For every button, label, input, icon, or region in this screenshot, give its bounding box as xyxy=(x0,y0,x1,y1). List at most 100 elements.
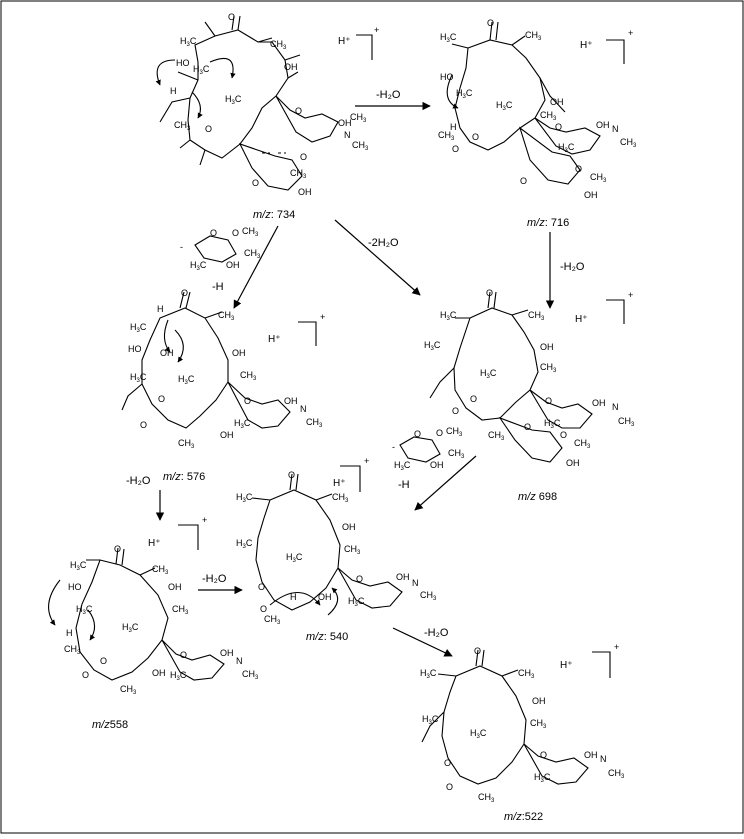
svg-text:CH3: CH3 xyxy=(574,438,591,450)
svg-text:CH3: CH3 xyxy=(244,248,261,260)
svg-text:O: O xyxy=(545,396,552,406)
svg-text:CH3: CH3 xyxy=(608,768,625,780)
svg-text:CH3: CH3 xyxy=(488,430,505,442)
svg-text:CH3: CH3 xyxy=(352,140,369,152)
svg-text:-: - xyxy=(180,242,183,252)
svg-text:OH: OH xyxy=(298,187,312,197)
mz-label-576: m/z: 576 xyxy=(163,471,205,483)
svg-text:O: O xyxy=(258,582,265,592)
svg-text:H: H xyxy=(290,592,297,602)
svg-text:O: O xyxy=(140,420,147,430)
svg-text:OH: OH xyxy=(232,348,246,358)
charge-540: + xyxy=(364,456,369,466)
proton-558: H⁺ xyxy=(148,538,161,549)
svg-text:H3C: H3C xyxy=(236,538,253,550)
svg-text:H3C: H3C xyxy=(480,368,497,380)
svg-text:N: N xyxy=(612,124,619,134)
charge-522: + xyxy=(614,642,619,652)
svg-text:H3C: H3C xyxy=(130,372,147,384)
svg-text:H3C: H3C xyxy=(122,622,139,634)
svg-text:H3C: H3C xyxy=(558,142,575,154)
svg-text:O: O xyxy=(260,604,267,614)
step-label-576-558: -H₂O xyxy=(126,475,151,487)
step-label-734-716: -H₂O xyxy=(376,89,401,101)
svg-text:H3C: H3C xyxy=(286,552,303,564)
charge-716: + xyxy=(628,28,633,38)
svg-text:O: O xyxy=(210,228,217,238)
svg-text:HO: HO xyxy=(440,72,454,82)
svg-text:CH3: CH3 xyxy=(178,438,195,450)
svg-text:H: H xyxy=(170,86,177,96)
svg-text:CH3: CH3 xyxy=(120,684,137,696)
svg-text:H3C: H3C xyxy=(544,418,561,430)
charge-576: + xyxy=(320,312,325,322)
svg-text:H3C: H3C xyxy=(456,88,473,100)
svg-text:CH3: CH3 xyxy=(618,416,635,428)
svg-text:CH3: CH3 xyxy=(540,110,557,122)
svg-text:CH3: CH3 xyxy=(64,644,81,656)
svg-text:O: O xyxy=(555,122,562,132)
svg-text:H3C: H3C xyxy=(470,728,487,740)
compound-716-structure: O H3C CH3 HO H3C OH CH3 H CH3 H3C O O O … xyxy=(438,18,637,200)
svg-text:O: O xyxy=(180,650,187,660)
svg-text:O: O xyxy=(205,124,212,134)
svg-text:O: O xyxy=(288,470,295,480)
svg-text:O: O xyxy=(452,144,459,154)
svg-text:O: O xyxy=(575,164,582,174)
svg-text:N: N xyxy=(300,404,307,414)
svg-text:CH3: CH3 xyxy=(528,310,545,322)
proton-576: H⁺ xyxy=(268,334,281,345)
svg-text:CH3: CH3 xyxy=(152,564,169,576)
svg-text:H3C: H3C xyxy=(394,460,411,472)
svg-text:CH3: CH3 xyxy=(242,669,259,681)
svg-text:CH3: CH3 xyxy=(332,492,349,504)
compound-576-structure: H O H3C CH3 HO OH OH H3C CH3 H3C O O O O… xyxy=(121,288,323,450)
svg-text:N: N xyxy=(600,754,607,764)
svg-text:H3C: H3C xyxy=(70,560,87,572)
svg-text:O: O xyxy=(472,132,479,142)
svg-text:CH3: CH3 xyxy=(174,120,191,132)
svg-text:CH3: CH3 xyxy=(590,172,607,184)
svg-text:CH3: CH3 xyxy=(446,426,463,438)
svg-text:CH3: CH3 xyxy=(270,39,287,51)
compound-734-structure: O H3C CH3 HO H3C OH H H3C CH3 O O OH CH3… xyxy=(155,12,369,197)
svg-text:OH: OH xyxy=(160,348,174,358)
svg-text:CH3: CH3 xyxy=(525,30,542,42)
compound-522-structure: O H3C CH3 OH H3C CH3 H3C O O O OH N CH3 … xyxy=(420,646,625,804)
svg-text:O: O xyxy=(487,18,494,28)
svg-text:OH: OH xyxy=(592,398,606,408)
svg-text:H3C: H3C xyxy=(193,64,210,76)
svg-text:H3C: H3C xyxy=(348,596,365,608)
mz-label-698: m/z 698 xyxy=(518,491,557,503)
svg-text:O: O xyxy=(524,422,531,432)
svg-text:HO: HO xyxy=(68,582,82,592)
svg-text:H: H xyxy=(157,304,164,314)
svg-text:O: O xyxy=(295,106,302,116)
svg-text:H3C: H3C xyxy=(180,36,197,48)
svg-text:OH: OH xyxy=(532,696,546,706)
compound-698-structure: O H3C CH3 H3C OH CH3 H3C O O O OH N CH3 … xyxy=(424,288,635,468)
svg-text:H3C: H3C xyxy=(496,100,513,112)
svg-text:H3C: H3C xyxy=(130,322,147,334)
svg-text:CH3: CH3 xyxy=(264,614,281,626)
svg-text:H3C: H3C xyxy=(236,492,253,504)
svg-text:N: N xyxy=(612,402,619,412)
svg-text:H3C: H3C xyxy=(234,418,251,430)
svg-text:CH3: CH3 xyxy=(518,668,535,680)
svg-text:H3C: H3C xyxy=(440,310,457,322)
mz-label-522: m/z:522 xyxy=(504,811,543,823)
svg-text:O: O xyxy=(436,428,443,438)
svg-text:O: O xyxy=(356,574,363,584)
svg-text:CH3: CH3 xyxy=(438,130,455,142)
svg-text:CH3: CH3 xyxy=(620,137,637,149)
svg-text:CH3: CH3 xyxy=(242,226,259,238)
svg-text:CH3: CH3 xyxy=(478,792,495,804)
compound-540-structure: O H3C CH3 OH H3C CH3 H3C O O H OH O OH N… xyxy=(236,470,437,626)
step-label-698-540: -H xyxy=(398,479,410,491)
svg-text:CH3: CH3 xyxy=(172,604,189,616)
svg-text:OH: OH xyxy=(338,118,352,128)
arrow-540-to-522 xyxy=(392,627,453,657)
svg-text:OH: OH xyxy=(584,750,598,760)
svg-text:H3C: H3C xyxy=(424,340,441,352)
